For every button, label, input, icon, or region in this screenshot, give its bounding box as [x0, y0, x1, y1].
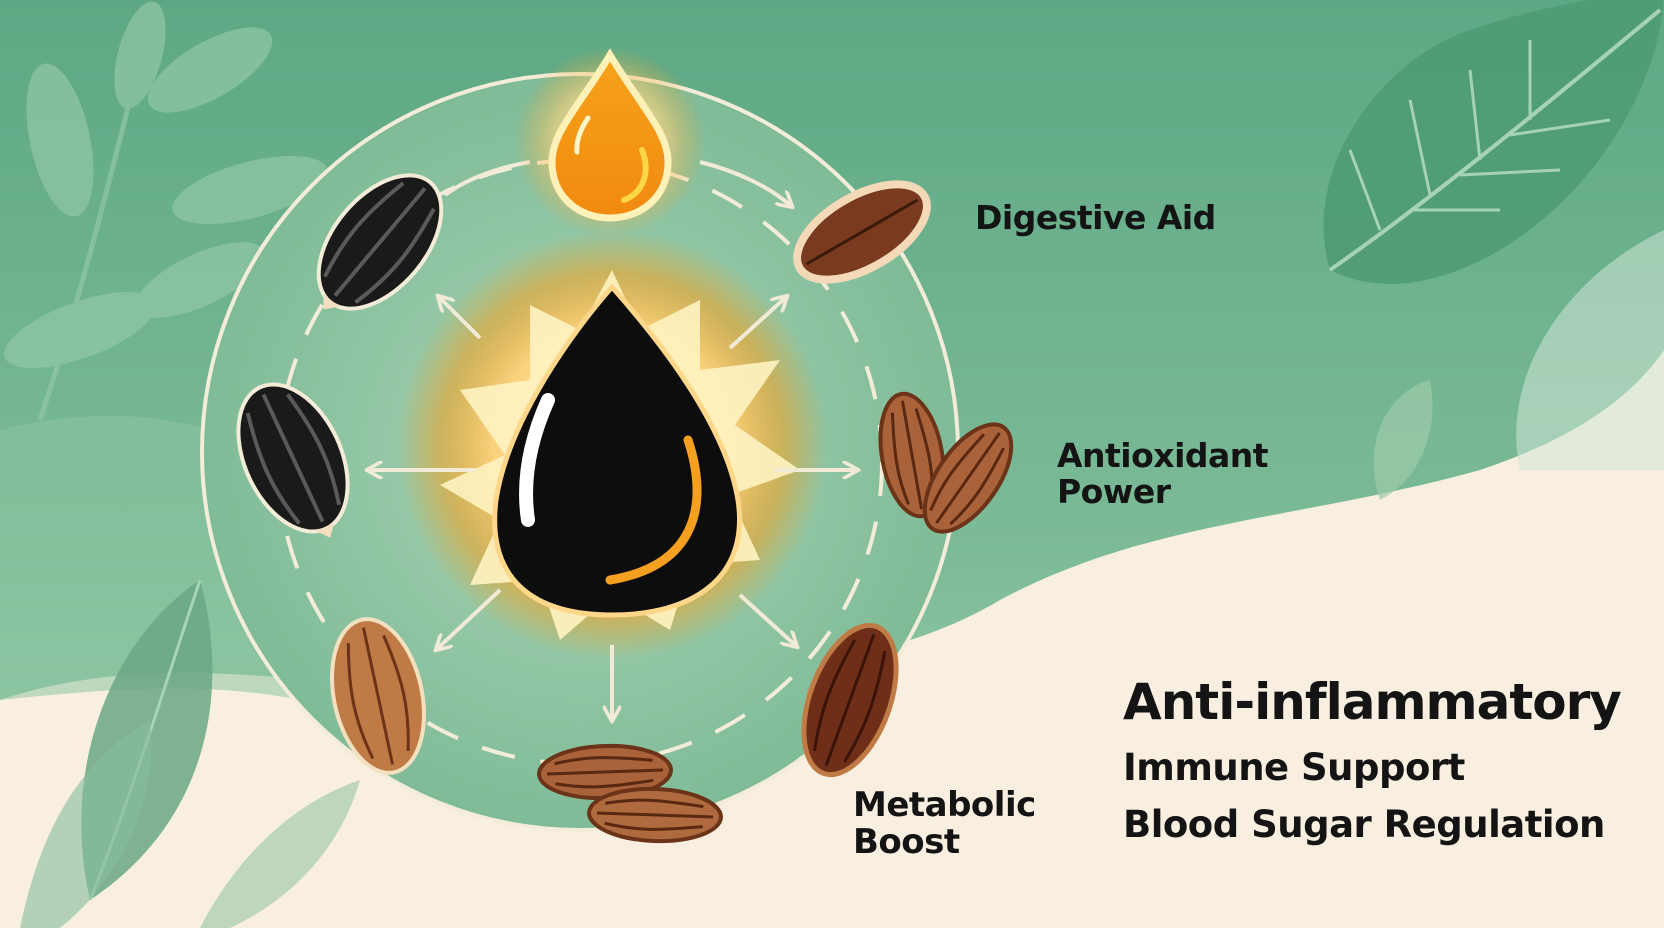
- brown-seed-icon: [793, 180, 931, 284]
- brown-seed-icon: [330, 617, 426, 775]
- label-blood-sugar-regulation: Blood Sugar Regulation: [1123, 803, 1605, 846]
- leaf-branch-top-left-icon: [4, 1, 328, 421]
- label-antioxidant-power: Antioxidant Power: [1057, 436, 1269, 512]
- label-immune-support: Immune Support: [1123, 746, 1465, 789]
- leaf-top-right-icon: [1323, 0, 1664, 500]
- brown-seed-icon: [801, 622, 899, 778]
- label-digestive-aid: Digestive Aid: [975, 198, 1216, 237]
- label-metabolic-boost: Metabolic Boost: [853, 785, 1036, 863]
- black-seed-icon: [316, 173, 444, 311]
- orbit-arrow: [699, 160, 790, 205]
- brown-seed-pair-icon: [878, 391, 1014, 534]
- label-metabolic-line2: Boost: [853, 822, 960, 863]
- leaf-bottom-left-icon: [20, 579, 360, 928]
- radial-arrows: [370, 298, 855, 718]
- label-anti-inflammatory: Anti-inflammatory: [1123, 673, 1622, 731]
- brown-seed-pair-icon: [537, 743, 723, 844]
- label-antioxidant-line2: Power: [1057, 472, 1171, 512]
- black-seed-icon: [236, 382, 350, 538]
- black-seed-oil-drop-icon: [397, 230, 827, 660]
- golden-oil-drop-icon: [515, 47, 705, 237]
- label-metabolic-line1: Metabolic: [853, 785, 1036, 825]
- label-antioxidant-line1: Antioxidant: [1057, 436, 1269, 475]
